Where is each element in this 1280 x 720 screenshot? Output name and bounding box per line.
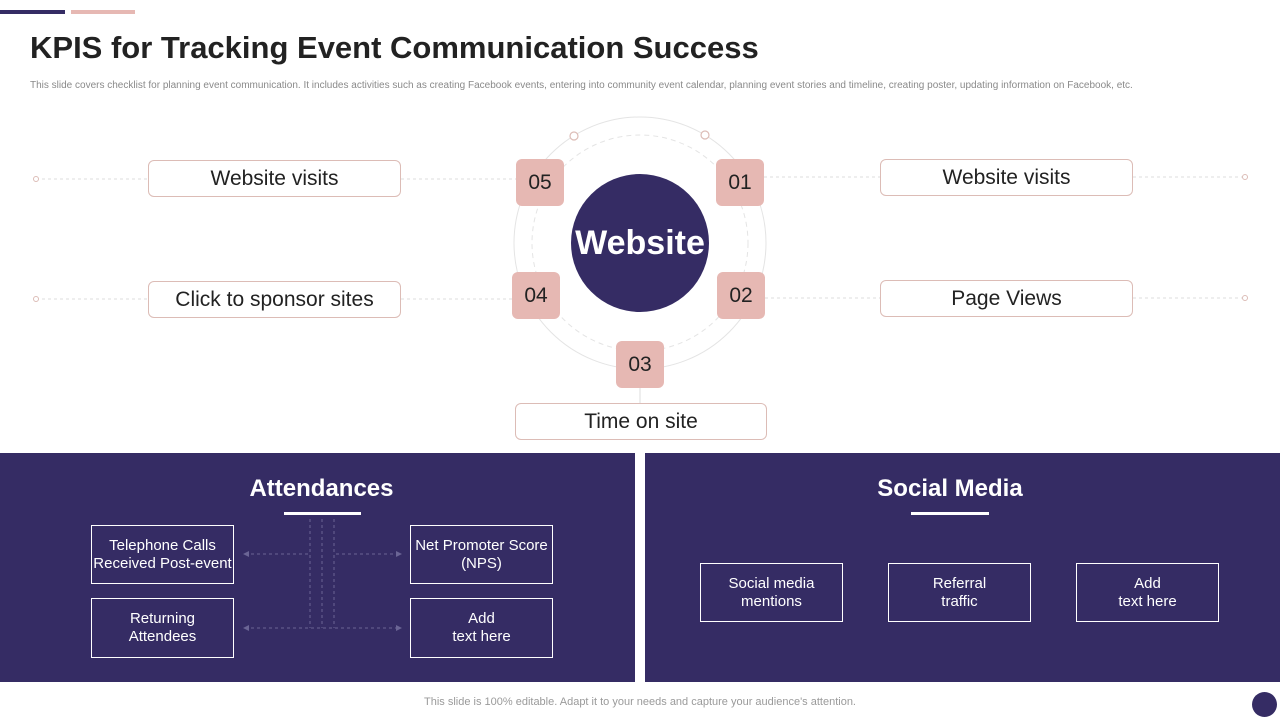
kpi-label-03: Time on site bbox=[584, 409, 698, 433]
attendances-connectors bbox=[243, 519, 402, 631]
kpi-label-02: Page Views bbox=[951, 286, 1062, 310]
social-item-line1: Referral bbox=[932, 574, 987, 592]
social-item-line2: text here bbox=[1118, 592, 1177, 610]
attendance-item-add-text: Add text here bbox=[410, 598, 553, 658]
attendance-item-returning-attendees: Returning Attendees bbox=[91, 598, 234, 658]
social-item-line2: mentions bbox=[741, 592, 802, 610]
social-item-referral-traffic: Referral traffic bbox=[888, 563, 1031, 622]
attendance-item-line2: Received Post-event bbox=[93, 554, 232, 572]
kpi-label-01: Website visits bbox=[942, 165, 1071, 189]
kpi-box-03: Time on site bbox=[515, 403, 767, 440]
social-item-add-text: Add text here bbox=[1076, 563, 1219, 622]
social-media-panel: Social Media Social media mentions Refer… bbox=[645, 453, 1280, 682]
social-item-line2: traffic bbox=[941, 592, 978, 610]
attendances-title-underline bbox=[284, 512, 361, 515]
footer-note: This slide is 100% editable. Adapt it to… bbox=[424, 696, 856, 708]
top-accent-bar-light bbox=[71, 10, 135, 14]
attendances-title: Attendances bbox=[249, 475, 394, 502]
social-item-line1: Add bbox=[1134, 574, 1161, 592]
kpi-number-04: 04 bbox=[512, 272, 560, 319]
page-title: KPIS for Tracking Event Communication Su… bbox=[30, 30, 759, 65]
kpi-number-01: 01 bbox=[716, 159, 764, 206]
attendance-item-nps: Net Promoter Score (NPS) bbox=[410, 525, 553, 584]
attendance-item-line2: Attendees bbox=[128, 628, 197, 645]
center-website-circle: Website bbox=[571, 174, 709, 312]
kpi-number-02: 02 bbox=[717, 272, 765, 319]
kpi-box-01: Website visits bbox=[880, 159, 1133, 196]
social-item-line1: Social media bbox=[728, 574, 815, 592]
attendances-panel: Attendances Telephone Calls Received Pos… bbox=[0, 453, 635, 682]
kpi-number-05: 05 bbox=[516, 159, 564, 206]
kpi-box-02: Page Views bbox=[880, 280, 1133, 317]
social-item-mentions: Social media mentions bbox=[700, 563, 843, 622]
attendance-item-line2: (NPS) bbox=[461, 554, 502, 572]
attendance-item-line2: text here bbox=[452, 628, 511, 645]
attendance-item-line1: Telephone Calls bbox=[109, 536, 216, 554]
attendance-item-telephone-calls: Telephone Calls Received Post-event bbox=[91, 525, 234, 584]
attendance-item-line1: Returning bbox=[129, 610, 196, 627]
attendance-item-line1: Net Promoter Score bbox=[415, 536, 548, 554]
corner-dot-decoration bbox=[1252, 692, 1277, 717]
social-media-title-underline bbox=[911, 512, 989, 515]
page-subtitle: This slide covers checklist for planning… bbox=[30, 80, 1133, 91]
kpi-box-04: Click to sponsor sites bbox=[148, 281, 401, 318]
kpi-number-03: 03 bbox=[616, 341, 664, 388]
attendance-item-line1: Add bbox=[468, 610, 495, 627]
social-media-title: Social Media bbox=[877, 475, 1023, 502]
top-accent-bar-dark bbox=[0, 10, 65, 14]
kpi-label-04: Click to sponsor sites bbox=[175, 287, 374, 311]
kpi-box-05: Website visits bbox=[148, 160, 401, 197]
kpi-label-05: Website visits bbox=[210, 166, 339, 190]
